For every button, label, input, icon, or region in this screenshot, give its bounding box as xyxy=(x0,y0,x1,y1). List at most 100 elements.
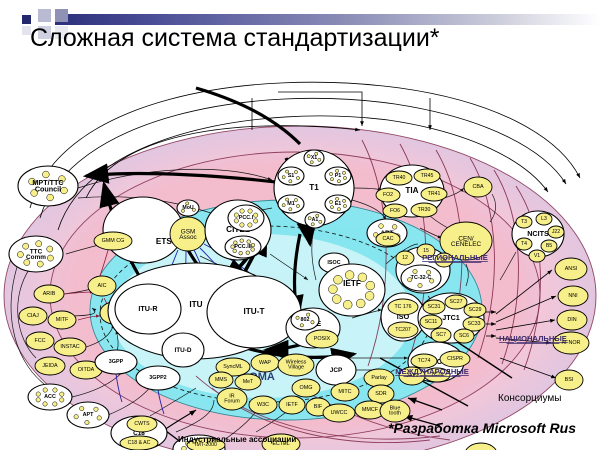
diagram-node-jcp[interactable]: JCP xyxy=(315,354,357,386)
diagram-node-mitf[interactable]: MITF xyxy=(47,310,77,330)
diagram-node-itu-t[interactable]: ITU-T xyxy=(206,275,302,349)
diagram-node-b5[interactable]: B5 xyxy=(540,239,558,253)
diagram-node-tr45[interactable]: TR45 xyxy=(413,168,441,184)
zone-label-international: МЕЖДУНАРОДНЫЕ xyxy=(395,367,469,377)
node-label: TC76 xyxy=(431,372,444,378)
diagram-node-3gpp[interactable]: 3GPP xyxy=(94,349,138,375)
diagram-node-c18ac[interactable]: C18 & AC xyxy=(119,435,159,450)
diagram-node-t4[interactable]: T4 xyxy=(515,237,533,251)
diagram-node-fo6[interactable]: FO6 xyxy=(382,203,408,219)
diagram-node-sc29[interactable]: SC29 xyxy=(463,302,487,318)
diagram-node-tr40[interactable]: TR40 xyxy=(385,170,413,186)
diagram-node-instac[interactable]: INSTAC xyxy=(53,337,87,357)
diagram-node-t1-p1[interactable]: P1 xyxy=(324,166,352,186)
diagram-node-ectel[interactable]: ECTEL xyxy=(261,433,301,450)
node-dot xyxy=(429,278,435,284)
diagram-node-cba[interactable]: CBA xyxy=(463,176,493,198)
diagram-node-t3[interactable]: T3 xyxy=(515,215,533,229)
diagram-node-pcc-iii[interactable]: PCC.III xyxy=(224,235,262,259)
node-label: JEIDA xyxy=(42,363,58,369)
diagram-node-sc31[interactable]: SC31 xyxy=(422,299,446,315)
diagram-node-ieee-802[interactable]: 802 xyxy=(290,309,320,331)
diagram-node-wap[interactable]: WAP xyxy=(250,353,280,373)
diagram-node-cen-cenelec[interactable]: CEN/CENELEC xyxy=(439,221,493,261)
diagram-node-met[interactable]: MeT xyxy=(234,373,262,391)
diagram-node-uwcc[interactable]: UWCC xyxy=(322,403,356,423)
diagram-node-syncml[interactable]: SyncML xyxy=(215,357,251,377)
diagram-node-omg[interactable]: OMG xyxy=(291,378,321,398)
diagram-node-ecma-12[interactable]: 12 xyxy=(395,250,415,266)
node-shape xyxy=(290,309,320,331)
diagram-node-ciaj[interactable]: CIAJ xyxy=(18,306,48,326)
node-dot xyxy=(233,212,239,218)
diagram-node-w3c[interactable]: W3C xyxy=(248,395,278,415)
diagram-node-tc207[interactable]: TC207 xyxy=(387,321,419,339)
diagram-node-mms[interactable]: MMS xyxy=(208,371,234,389)
diagram-node-ietf[interactable]: IETF xyxy=(318,263,386,317)
diagram-node-sc11[interactable]: SC11 xyxy=(419,314,443,330)
diagram-node-sc7[interactable]: SC7 xyxy=(430,327,452,343)
diagram-node-tc74[interactable]: TC74 xyxy=(410,353,438,369)
diagram-node-gmm-cg[interactable]: GMM CG xyxy=(93,231,133,251)
diagram-node-fo2[interactable]: FO2 xyxy=(375,187,401,203)
diagram-node-ecma-15[interactable]: 15 xyxy=(416,243,436,259)
node-label: X1 xyxy=(311,155,317,161)
diagram-node-t1-e1[interactable]: E1 xyxy=(324,194,352,214)
diagram-node-bsi[interactable]: BSI xyxy=(554,369,584,391)
diagram-node-arib[interactable]: ARIB xyxy=(33,284,65,304)
diagram-node-din[interactable]: DIN xyxy=(556,309,588,331)
diagram-node-tr30[interactable]: TR30 xyxy=(410,202,438,218)
diagram-node-sc33[interactable]: SC33 xyxy=(462,316,486,332)
diagram-node-mou[interactable]: MoU xyxy=(176,199,200,217)
diagram-node-mitc[interactable]: MITC xyxy=(330,382,360,402)
diagram-node-itu-r[interactable]: ITU-R xyxy=(114,283,182,335)
diagram-node-pcc-i[interactable]: PCC.I xyxy=(227,204,265,232)
diagram-node-tr41[interactable]: TR41 xyxy=(420,186,448,202)
diagram-node-tc32c[interactable]: TC-32-C xyxy=(400,264,442,292)
node-dot xyxy=(17,251,24,258)
diagram-node-t1-s1[interactable]: S1 xyxy=(277,166,305,186)
diagram-node-ietf2[interactable]: IETF xyxy=(278,395,306,415)
diagram-node-l3[interactable]: L3 xyxy=(535,212,553,226)
diagram-node-v1[interactable]: V1 xyxy=(528,249,546,263)
diagram-node-nni[interactable]: NNI xyxy=(557,285,589,307)
diagram-node-ecma-39[interactable]: 39 xyxy=(434,252,454,268)
node-shape xyxy=(395,250,415,266)
diagram-node-sc6[interactable]: SC6 xyxy=(453,328,475,344)
diagram-node-sdr[interactable]: SDR xyxy=(367,384,395,404)
diagram-node-cispr[interactable]: CISPR xyxy=(439,350,471,368)
node-label: SC31 xyxy=(428,304,441,310)
diagram-node-cac[interactable]: CAC xyxy=(375,231,401,247)
diagram-node-3gpp2[interactable]: 3GPP2 xyxy=(135,365,181,391)
diagram-node-fcc[interactable]: FCC xyxy=(25,331,55,351)
diagram-node-aic[interactable]: AIC xyxy=(87,275,117,297)
diagram-node-afnor[interactable]: AFNOR xyxy=(552,331,590,355)
diagram-node-itu-d[interactable]: ITU-D xyxy=(161,332,205,368)
diagram-node-acc[interactable]: ACC xyxy=(27,383,73,411)
node-label: M1 xyxy=(287,201,295,207)
diagram-node-parlay[interactable]: Parlay xyxy=(363,368,395,388)
diagram-node-tc176[interactable]: TC 176 xyxy=(387,298,419,316)
diagram-node-jeida[interactable]: JEIDA xyxy=(34,356,66,376)
diagram-node-cwts[interactable]: CWTS xyxy=(126,415,158,433)
diagram-node-sc27[interactable]: SC27 xyxy=(444,294,468,310)
diagram-node-apt[interactable]: APT xyxy=(66,401,110,429)
diagram-node-posix[interactable]: POSIX xyxy=(305,329,339,349)
node-dot xyxy=(239,222,245,228)
diagram-node-imt2000[interactable]: IMT-2000 xyxy=(186,437,226,450)
diagram-node-nist[interactable]: NIST xyxy=(465,442,497,450)
diagram-node-ansi[interactable]: ANSI xyxy=(554,257,588,281)
diagram-node-t1-x1[interactable]: X1 xyxy=(303,149,325,167)
diagram-node-t1-a1[interactable]: A1 xyxy=(304,211,326,229)
diagram-node-j22[interactable]: J22 xyxy=(547,225,565,239)
annotation-footnote: *Разработка Microsoft Rus xyxy=(388,420,577,436)
node-dot xyxy=(46,245,54,253)
diagram-node-t1-m1[interactable]: M1 xyxy=(277,194,305,214)
